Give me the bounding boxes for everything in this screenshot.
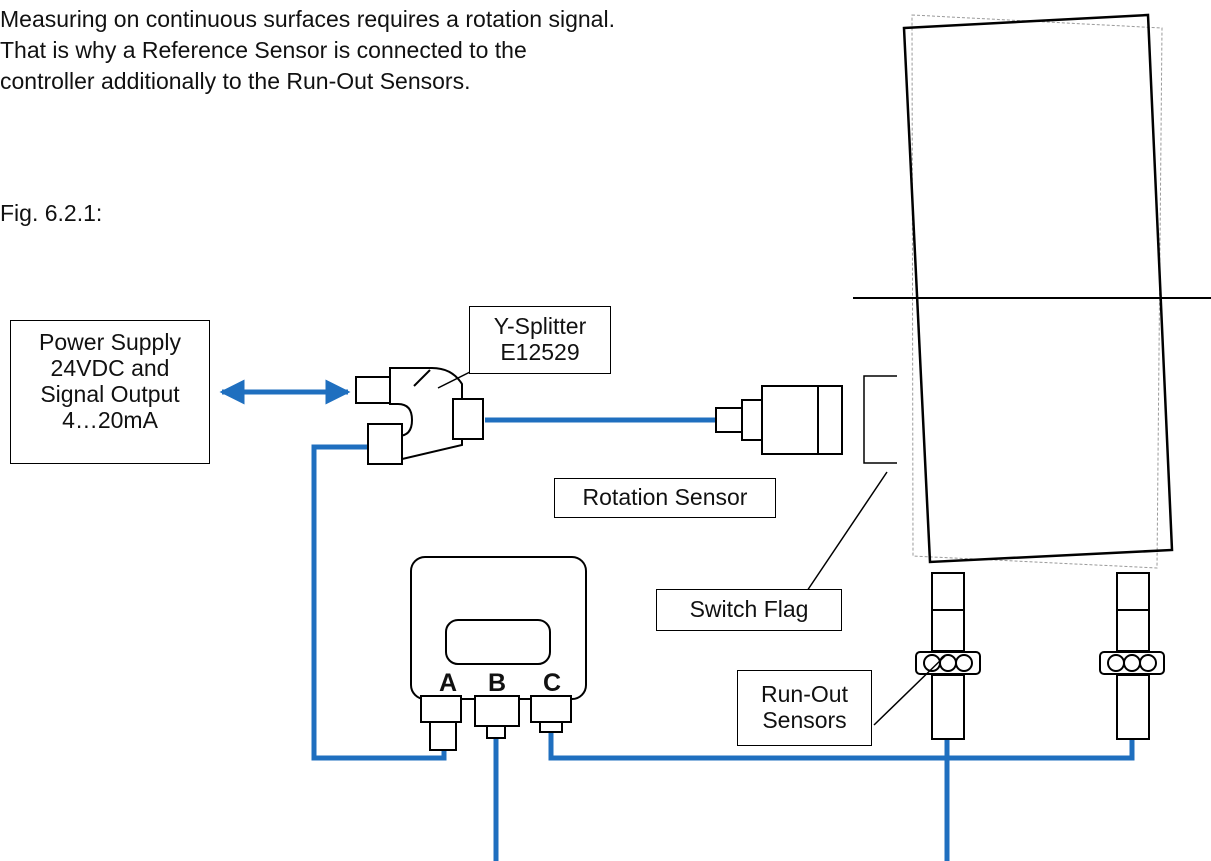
- port-c-label: C: [542, 669, 562, 697]
- y-splitter-pointer: [437, 370, 473, 389]
- switch-flag: [863, 375, 897, 464]
- switch-flag-pointer: [806, 471, 888, 592]
- port-a-label: A: [438, 669, 458, 697]
- power-supply-label: Power Supply 24VDC and Signal Output 4…2…: [10, 320, 210, 464]
- target-part: [902, 13, 1174, 564]
- intro-line: Measuring on continuous surfaces require…: [0, 6, 615, 32]
- intro-line: controller additionally to the Run-Out S…: [0, 68, 471, 94]
- switch-flag-label: Switch Flag: [656, 589, 842, 631]
- run-out-sensors-pointer: [873, 655, 946, 726]
- y-splitter-label: Y-Splitter E12529: [469, 306, 611, 374]
- rotation-sensor: [715, 385, 843, 455]
- port-b-label: B: [487, 669, 507, 697]
- run-out-sensors-label: Run-Out Sensors: [737, 670, 872, 746]
- intro-line: That is why a Reference Sensor is connec…: [0, 37, 527, 63]
- intro-paragraph: Measuring on continuous surfaces require…: [0, 4, 615, 97]
- target-ghost-outline: [911, 14, 1163, 569]
- run-out-sensor-1: [915, 572, 981, 740]
- y-splitter: [355, 367, 484, 465]
- run-out-sensor-2: [1099, 572, 1165, 740]
- figure-label: Fig. 6.2.1:: [0, 200, 103, 226]
- controller: [410, 556, 587, 751]
- port-a-cable: [311, 444, 447, 761]
- rotation-sensor-label: Rotation Sensor: [554, 478, 776, 518]
